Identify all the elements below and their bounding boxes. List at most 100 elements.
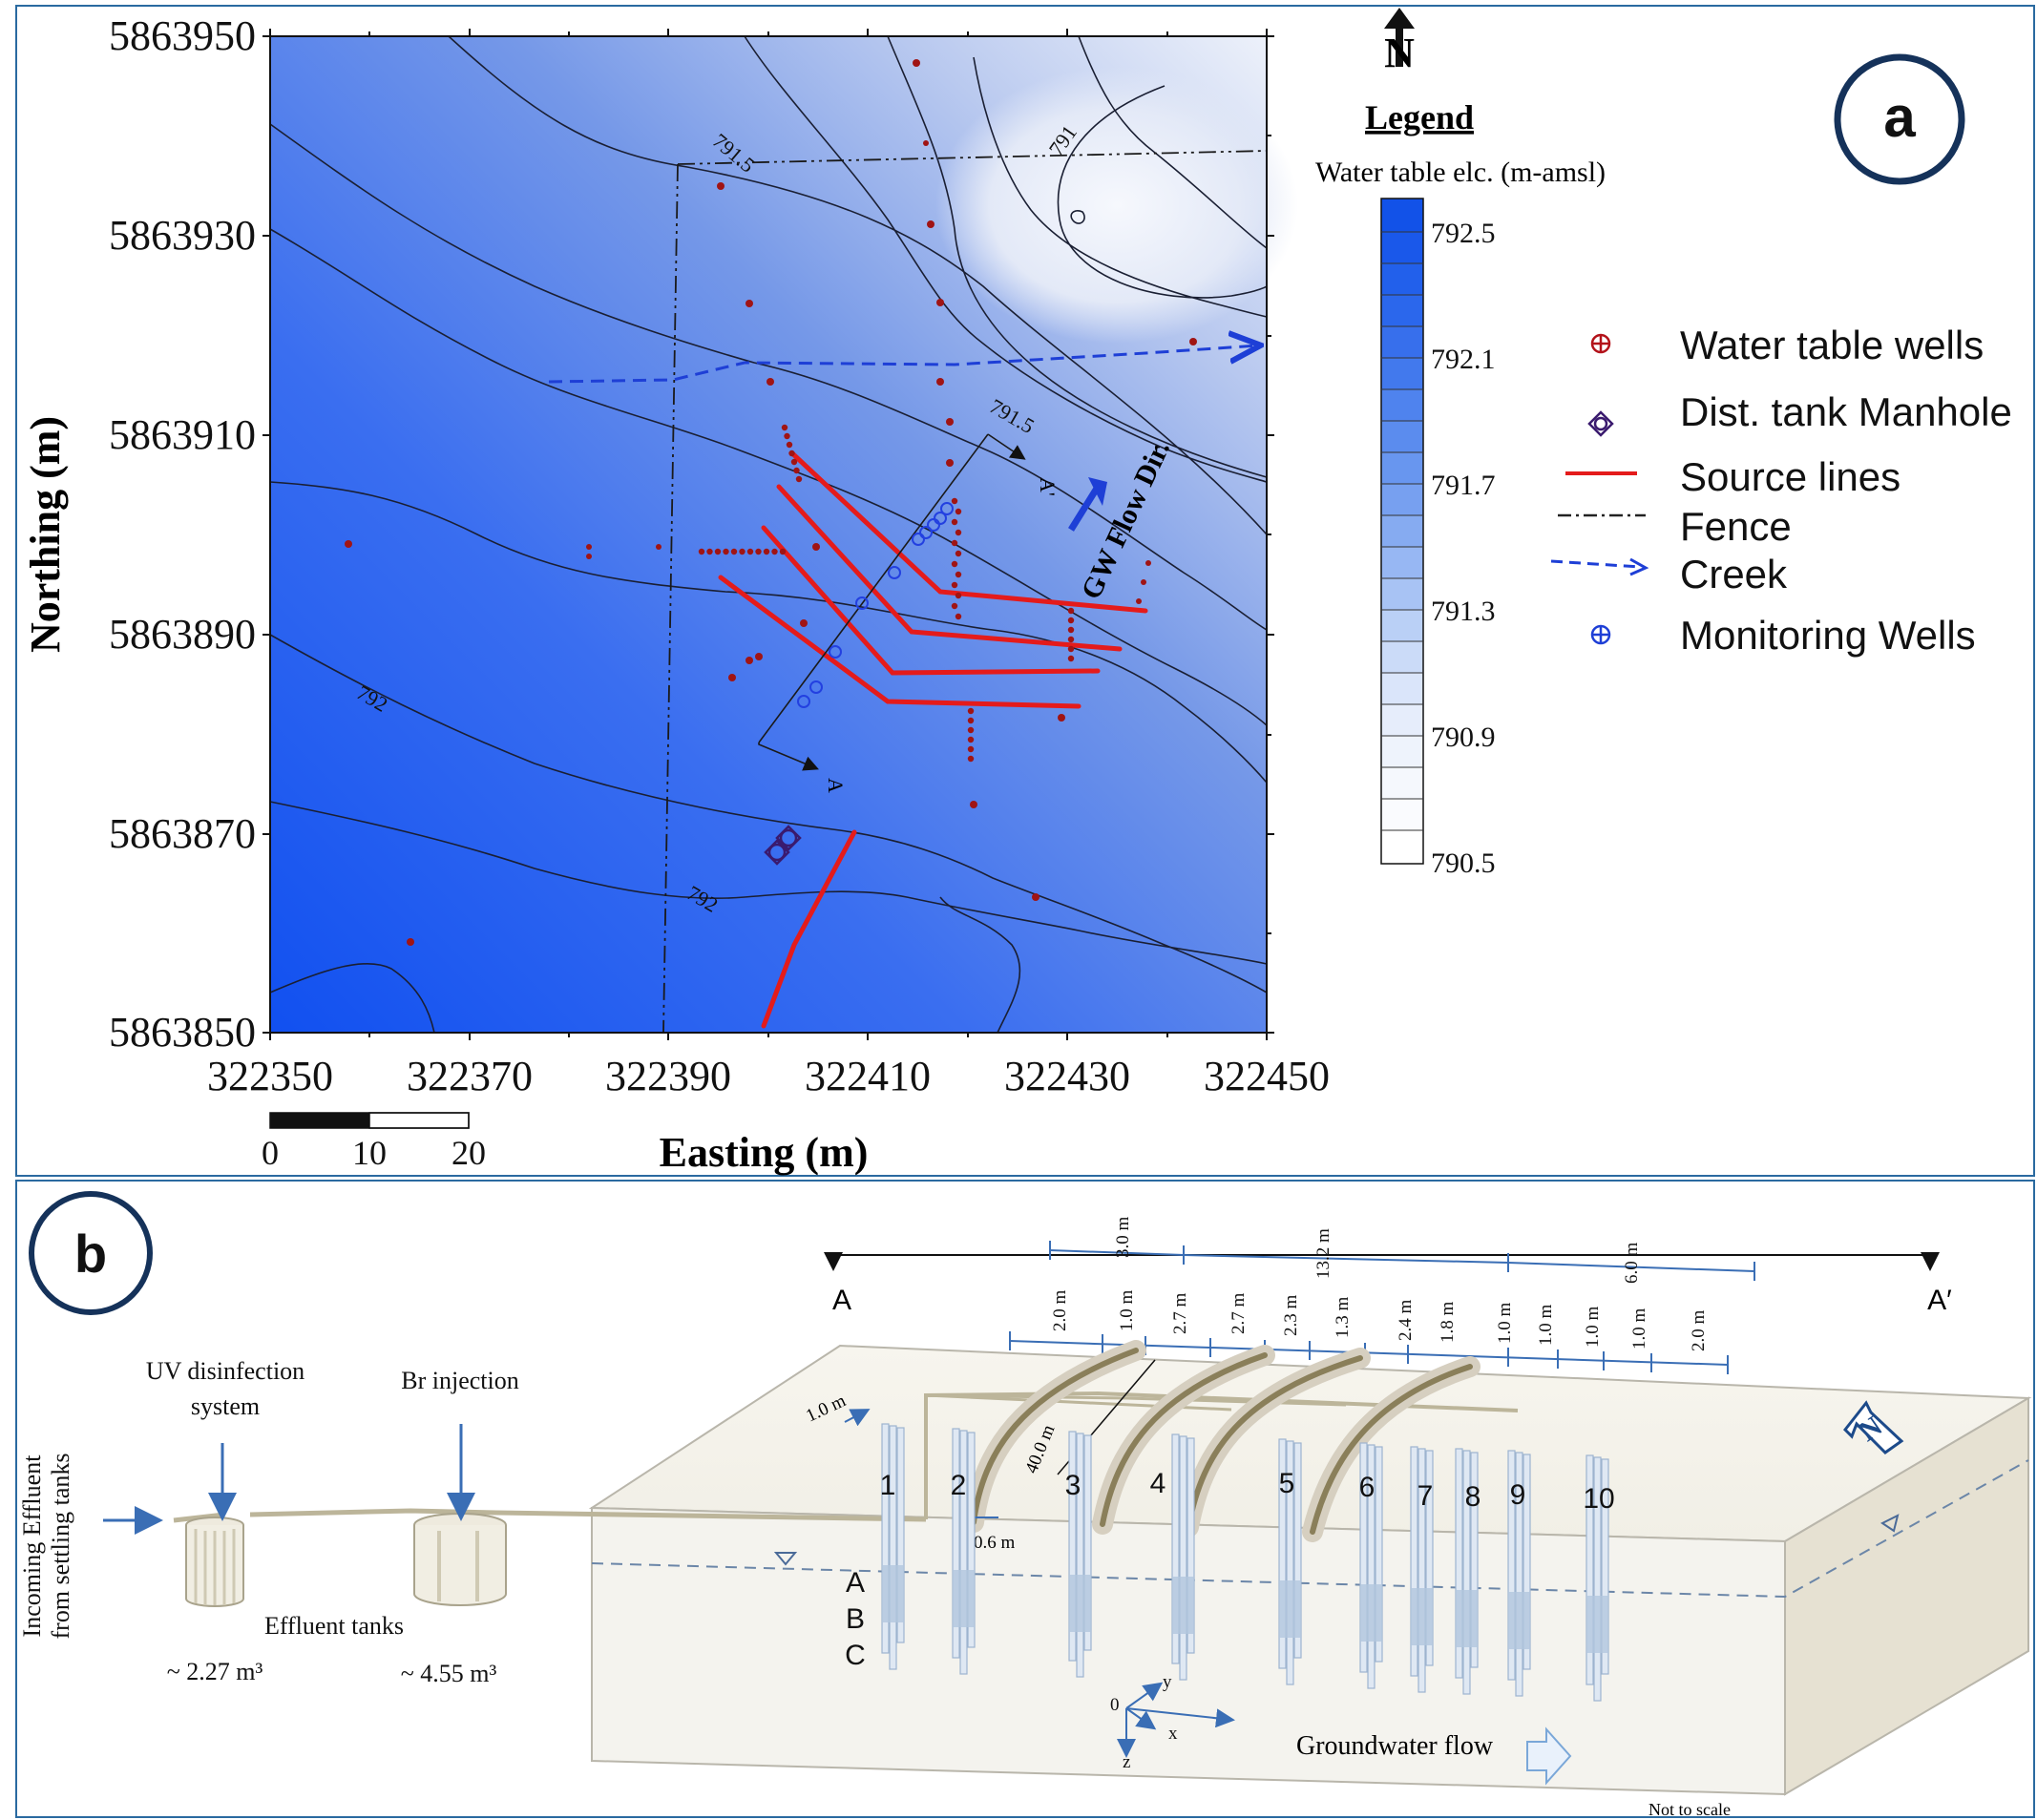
north-arrow-icon: N <box>1384 8 1415 76</box>
colorbar-ticks: 792.5 792.1 791.7 791.3 790.9 790.5 <box>1431 218 1496 879</box>
panel-b-frame <box>15 1180 2035 1818</box>
panel-b-badge <box>29 1191 153 1315</box>
legend-title: Legend <box>1365 98 1474 136</box>
dim-label: 1.0 m <box>1117 1290 1137 1332</box>
dim-label: 6.0 m <box>1622 1243 1642 1285</box>
axis-x: x <box>1168 1724 1178 1744</box>
coordinate-axis-labels: 0 x y z <box>1110 1672 1178 1772</box>
legend-label: Fence <box>1680 504 1792 549</box>
y-tick-label: 5863910 <box>109 411 256 458</box>
dashed-arrow-icon <box>1550 557 1649 576</box>
well-number: 10 <box>1583 1483 1614 1515</box>
water-table-well <box>730 548 738 555</box>
legend-label: Source lines <box>1680 454 1900 499</box>
source-lines <box>718 450 1148 1029</box>
well-line-vertical-d <box>1067 607 1075 662</box>
y-tick-label: 5863930 <box>109 212 256 259</box>
map-plot: 791.5 791 791.5 792 792 A' A GW F <box>269 35 1298 1034</box>
x-tick-label: 322410 <box>805 1053 931 1099</box>
water-table-well <box>955 592 962 599</box>
monitoring-wells <box>797 502 954 708</box>
section-end-a: A <box>832 1285 851 1316</box>
section-line <box>758 433 1026 771</box>
monitoring-well-clusters <box>881 1423 1609 1702</box>
water-table-well <box>967 707 975 715</box>
water-table-well <box>795 475 803 483</box>
water-table-well <box>1067 636 1075 643</box>
flow-arrow-icon <box>1526 1726 1572 1786</box>
water-table-well <box>739 548 746 555</box>
axis-origin: 0 <box>1110 1695 1120 1715</box>
water-table-well <box>967 755 975 763</box>
well-number: 7 <box>1418 1480 1434 1512</box>
dim-label: 2.7 m <box>1170 1293 1190 1335</box>
water-table-marker-icon <box>773 1552 798 1566</box>
scale-tick: 20 <box>452 1134 486 1172</box>
well-line-horizontal <box>698 548 787 555</box>
well-number: 9 <box>1510 1479 1526 1511</box>
incoming-label-2: from settling tanks <box>47 1454 74 1640</box>
water-table-well <box>790 458 798 466</box>
x-tick-labels: 322350 322370 322390 322410 322430 32245… <box>207 1053 1330 1099</box>
water-table-well <box>779 548 787 555</box>
panel-a-frame <box>15 5 2035 1177</box>
x-tick-label: 322370 <box>407 1053 533 1099</box>
water-table-line <box>591 1459 2029 1599</box>
process-labels: Incoming Effluent from settling tanks UV… <box>18 1357 519 1687</box>
uv-label-2: system <box>191 1392 260 1420</box>
tank2-volume: ~ 4.55 m³ <box>401 1660 497 1687</box>
water-table-well <box>955 508 962 515</box>
section-label-a: A <box>824 778 848 793</box>
dim-label: 2.3 m <box>1281 1295 1301 1337</box>
gw-flow-arrowhead <box>1088 477 1107 506</box>
low-water-table-zone <box>935 67 1298 344</box>
water-table-well <box>951 539 958 547</box>
water-table-well <box>786 441 793 449</box>
not-to-scale-note: Not to scale <box>1648 1800 1731 1819</box>
water-table-well <box>951 497 958 505</box>
section-label-a-prime: A' <box>1036 477 1060 496</box>
legend-item-monitoring-wells: Monitoring Wells <box>1590 613 1976 658</box>
legend-item-source-lines: Source lines <box>1565 454 1900 499</box>
y-tick-labels: 5863950 5863930 5863910 5863890 5863870 … <box>109 12 256 1056</box>
well-number: 2 <box>951 1470 967 1501</box>
legend-label: Dist. tank Manhole <box>1680 389 2012 434</box>
water-table-well <box>793 467 800 474</box>
top-dimension-line <box>1049 1241 1755 1281</box>
legend-item-manhole: Dist. tank Manhole <box>1587 389 2012 437</box>
diamond-circle-icon <box>1587 410 1614 437</box>
x-tick-label: 322390 <box>605 1053 731 1099</box>
dim-label: 1.0 m <box>1583 1307 1603 1349</box>
legend-label: Creek <box>1680 552 1788 596</box>
water-table-well <box>967 717 975 724</box>
water-table-wells <box>345 59 1197 946</box>
water-table-well <box>746 548 754 555</box>
colorbar-tick: 791.3 <box>1431 596 1496 627</box>
colorbar-tick: 790.9 <box>1431 722 1496 753</box>
groundwater-flow-label: Groundwater flow <box>1296 1731 1494 1761</box>
water-table-well <box>951 581 958 589</box>
lower-dimension-labels: 2.0 m 1.0 m 2.7 m 2.7 m 2.3 m 1.3 m 2.4 … <box>1050 1290 1709 1352</box>
depth-level: A <box>846 1567 865 1599</box>
north-label: N <box>1384 30 1415 76</box>
y-tick-label: 5863870 <box>109 810 256 857</box>
water-table-well <box>955 571 962 578</box>
y-tick-label: 5863850 <box>109 1009 256 1056</box>
spacing-arrow <box>844 1409 871 1427</box>
dim-label: 2.4 m <box>1396 1300 1416 1342</box>
well-line-vertical-a <box>781 424 803 483</box>
y-tick-label: 5863890 <box>109 611 256 658</box>
water-table-well <box>784 432 790 440</box>
effluent-tank-1 <box>185 1517 244 1607</box>
section-bracket <box>832 1253 1930 1269</box>
legend-label: Water table wells <box>1680 323 1984 367</box>
panel-a-badge <box>1834 53 1965 185</box>
legend-label: Monitoring Wells <box>1680 613 1976 658</box>
water-table-well <box>967 726 975 734</box>
axis-y: y <box>1163 1672 1172 1692</box>
water-table-well <box>755 548 762 555</box>
dim-label: 2.7 m <box>1228 1293 1249 1335</box>
gw-flow-arrow <box>1068 485 1101 532</box>
br-label: Br injection <box>401 1367 518 1394</box>
